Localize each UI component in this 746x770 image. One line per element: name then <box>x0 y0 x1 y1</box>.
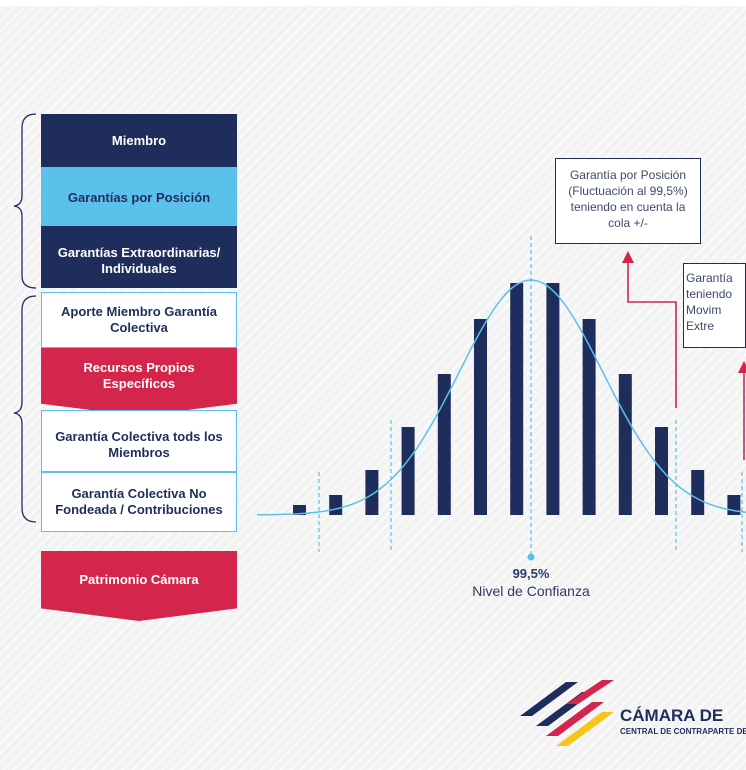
layer-garantia-no-fondeada-label: Garantía Colectiva No Fondeada / Contrib… <box>55 486 223 517</box>
confidence-dot <box>527 553 535 561</box>
distribution-bar <box>655 427 668 515</box>
distribution-bar <box>510 283 524 515</box>
position-arrow <box>627 262 677 408</box>
top-strip <box>0 0 746 6</box>
distribution-bar <box>691 470 705 515</box>
layer-garantias-posicion-label: Garantías por Posición <box>67 190 211 205</box>
brand-subtitle: CENTRAL DE CONTRAPARTE DE <box>620 727 746 736</box>
distribution-bar <box>401 427 415 515</box>
layer-garantia-colectiva: Garantía Colectiva tods los Miembros <box>41 410 237 472</box>
callout-garantia-posicion: Garantía por Posición (Fluctuación al 99… <box>555 158 701 244</box>
layer-recursos-propios-label: Recursos Propios Específicos <box>83 360 195 391</box>
lower-brace <box>13 295 37 523</box>
brand-logo-icon <box>520 680 614 746</box>
brand-name: CÁMARA DE <box>620 706 724 725</box>
upper-brace <box>13 113 37 289</box>
distribution-bars <box>293 283 741 515</box>
distribution-bar <box>546 283 560 515</box>
callout-garantia-extraordinaria: Garantía teniendo Movim Extre <box>683 263 746 348</box>
layer-garantia-no-fondeada: Garantía Colectiva No Fondeada / Contrib… <box>41 472 237 532</box>
distribution-bar <box>474 319 487 515</box>
distribution-bar <box>329 495 343 515</box>
distribution-bar <box>293 505 306 515</box>
layer-patrimonio-camara: Patrimonio Cámara <box>41 551 237 621</box>
callout-garantia-posicion-text: Garantía por Posición (Fluctuación al 99… <box>568 168 688 230</box>
distribution-bar <box>618 374 632 515</box>
layer-aporte-miembro: Aporte Miembro Garantía Colectiva <box>41 292 237 348</box>
layer-aporte-miembro-label: Aporte Miembro Garantía Colectiva <box>60 304 218 335</box>
distribution-bar <box>582 319 596 515</box>
layer-garantias-posicion: Garantías por Posición <box>41 167 237 229</box>
distribution-bar <box>437 374 451 515</box>
layer-recursos-propios: Recursos Propios Específicos <box>41 348 237 416</box>
layer-miembro-label: Miembro <box>111 133 167 148</box>
layer-garantia-colectiva-label: Garantía Colectiva tods los Miembros <box>55 429 223 460</box>
position-arrowhead <box>622 251 634 263</box>
confidence-label: Nivel de Confianza <box>472 583 590 599</box>
layer-garantias-extraordinarias-label: Garantías Extraordinarias/ Individuales <box>57 245 221 276</box>
layer-patrimonio-camara-label: Patrimonio Cámara <box>79 572 199 587</box>
distribution-bar <box>365 470 379 515</box>
normal-curve <box>257 279 746 516</box>
layer-miembro: Miembro <box>41 114 237 168</box>
layer-garantias-extraordinarias: Garantías Extraordinarias/ Individuales <box>41 226 237 288</box>
confidence-value: 99,5% <box>512 566 550 581</box>
extraordinary-arrowhead <box>738 361 746 373</box>
callout-garantia-extraordinaria-text: Garantía teniendo Movim Extre <box>686 271 733 333</box>
